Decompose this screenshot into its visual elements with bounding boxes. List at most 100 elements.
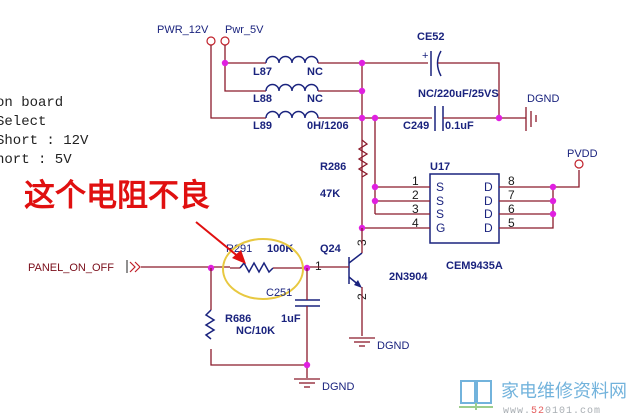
u17-pin2-name: S <box>436 194 444 208</box>
note-line-2: Select <box>0 114 46 130</box>
ce52-polarity: + <box>422 50 428 62</box>
note-line-3: Short : 12V <box>0 133 89 149</box>
u17-pin1-name: S <box>436 180 444 194</box>
c249-ref: C249 <box>403 120 429 132</box>
junction-dot <box>371 197 379 205</box>
port-arrow-icon <box>129 261 141 273</box>
wire-12v-l89 <box>210 45 266 119</box>
u17-pin8-name: D <box>484 180 493 194</box>
u17-pin4-name: G <box>436 221 445 235</box>
u17-pin7-num: 7 <box>508 188 515 202</box>
junction-dot <box>371 114 379 122</box>
annotation-arrow-head-icon <box>232 250 246 264</box>
wire-pin8-pvdd <box>499 170 580 188</box>
cap-curved-plate-icon <box>436 50 442 77</box>
l87-value: NC <box>307 66 323 78</box>
port-circle-icon <box>220 36 230 46</box>
ground-symbol-q24: DGND <box>349 337 409 352</box>
annotation-arrow-line <box>195 221 241 259</box>
r286-ref: R286 <box>320 161 346 173</box>
l87-ref: L87 <box>253 66 272 78</box>
junction-dot <box>303 361 311 369</box>
watermark: 家电维修资料网 www.520101.com <box>459 380 627 417</box>
fault-highlight-circle <box>222 238 304 300</box>
url-highlight: 52 <box>531 406 545 417</box>
u17-pin3-name: S <box>436 207 444 221</box>
r686-value: NC/10K <box>236 325 275 337</box>
watermark-title: 家电维修资料网 <box>501 381 627 402</box>
inductor-l88: L88 NC <box>253 83 323 105</box>
l89-ref: L89 <box>253 120 272 132</box>
ic-body <box>429 173 500 244</box>
pvdd-label: PVDD <box>567 148 598 160</box>
junction-dot <box>221 59 229 67</box>
c251-ref: C251 <box>266 287 292 299</box>
q24-part: 2N3904 <box>389 271 428 283</box>
capacitor-c249: C249 0.1uF <box>403 106 474 132</box>
port-circle-icon <box>574 159 584 169</box>
jumper-notes: on board Select Short : 12V hort : 5V <box>0 95 89 168</box>
net-port-panel-on-off: PANEL_ON_OFF <box>28 260 141 274</box>
u17-pin5-name: D <box>484 221 493 235</box>
resistor-zigzag-icon <box>204 309 216 340</box>
l89-value: 0H/1206 <box>307 120 349 132</box>
u17-pin4-num: 4 <box>412 216 419 230</box>
u17-ref: U17 <box>430 161 450 173</box>
power-port-pvdd: PVDD <box>567 148 598 169</box>
u17-pin6-num: 6 <box>508 202 515 216</box>
pwr-12v-label: PWR_12V <box>157 24 209 36</box>
junction-dot <box>495 114 503 122</box>
u17-pin8-num: 8 <box>508 174 515 188</box>
capacitor-c251: C251 1uF <box>266 287 320 325</box>
power-port-12v: PWR_12V <box>157 24 216 46</box>
ce52-ref: CE52 <box>417 31 445 43</box>
emitter-arrow-icon <box>354 280 362 288</box>
capacitor-ce52: CE52 + NC/220uF/25VS <box>417 31 499 100</box>
power-port-5v: Pwr_5V <box>220 24 264 46</box>
inductor-l89: L89 0H/1206 <box>253 110 349 132</box>
u17-part: CEM9435A <box>446 260 503 272</box>
junction-dot <box>358 114 366 122</box>
junction-dot <box>549 183 557 191</box>
q24-pin-base: 1 <box>315 259 322 273</box>
u17-pin5-num: 5 <box>508 216 515 230</box>
dgnd-label: DGND <box>322 381 354 393</box>
ce52-value: NC/220uF/25VS <box>418 88 499 100</box>
u17-pin7-name: D <box>484 194 493 208</box>
ground-symbol-bottom: DGND <box>294 378 354 393</box>
junction-dot <box>549 210 557 218</box>
inductor-coil-icon <box>265 83 319 92</box>
book-logo-icon <box>459 380 493 410</box>
note-line-1: on board <box>0 95 63 111</box>
url-prefix: www. <box>503 406 531 417</box>
transistor-q24: Q24 2N3904 1 2 3 <box>315 239 428 300</box>
u17-pin2-num: 2 <box>412 188 419 202</box>
ic-u17: U17 CEM9435A S S S G D D D D 1 2 3 4 8 7… <box>412 161 515 272</box>
q24-ref: Q24 <box>320 243 342 255</box>
junction-dot <box>358 59 366 67</box>
junction-dot <box>358 87 366 95</box>
panel-on-off-label: PANEL_ON_OFF <box>28 262 114 274</box>
dgnd-label: DGND <box>527 93 559 105</box>
junction-dot <box>549 197 557 205</box>
inductor-l87: L87 NC <box>253 55 323 78</box>
resistor-r686: R686 NC/10K <box>204 268 307 366</box>
note-line-4: hort : 5V <box>0 152 72 168</box>
r686-ref: R686 <box>225 313 251 325</box>
wire-ce52-gnd <box>438 62 500 118</box>
resistor-zigzag-icon <box>357 139 369 178</box>
watermark-url: www.520101.com <box>503 406 601 417</box>
resistor-zigzag-icon <box>239 261 274 274</box>
u17-pin6-name: D <box>484 207 493 221</box>
u17-pin1-num: 1 <box>412 174 419 188</box>
transistor-collector-icon <box>348 252 363 264</box>
resistor-r286: R286 47K <box>320 139 369 200</box>
l88-value: NC <box>307 93 323 105</box>
r291-value: 100K <box>267 243 293 255</box>
inductor-coil-icon <box>265 55 319 64</box>
url-suffix: 0101.com <box>545 406 601 417</box>
pwr-5v-label: Pwr_5V <box>225 24 264 36</box>
r286-value: 47K <box>320 188 340 200</box>
l88-ref: L88 <box>253 93 272 105</box>
